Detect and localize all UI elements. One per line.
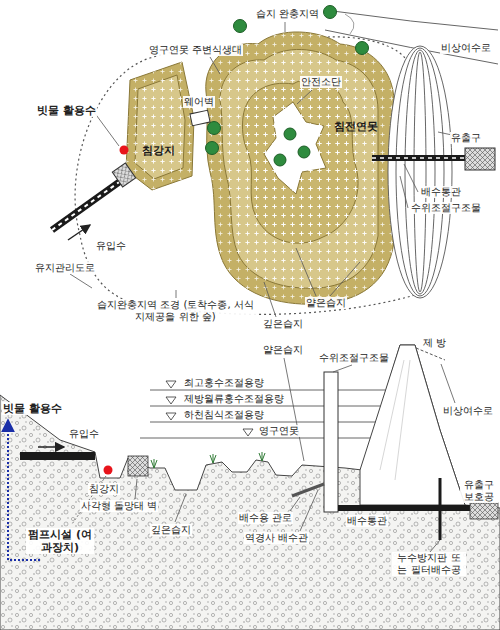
part-label: 습지완충지역 조경 (토착수종, 서식지제공을 위한 숲)	[92, 299, 259, 323]
part-label: 제 방	[422, 337, 447, 349]
part-label: 얕은습지	[262, 344, 304, 356]
basin-region: 침강지	[122, 58, 200, 195]
region-name: 침전연못	[334, 120, 378, 133]
part-label: 유출구 보호공	[460, 479, 498, 503]
part-label: 유입수	[68, 428, 100, 440]
part-label: 깊은습지	[150, 524, 192, 536]
region-name: 침강지	[142, 144, 175, 157]
part-label: 수위조절구조물	[410, 202, 482, 214]
part-label: 빗물 활용수	[36, 104, 97, 117]
part-label: 누수방지판 또는 필터배수공	[392, 552, 466, 576]
part-label: 안전소단	[300, 76, 342, 88]
part-label: 배수통관	[420, 186, 462, 198]
part-label: 유입수	[95, 240, 127, 252]
part-label: 침강지	[88, 483, 120, 495]
part-label: 영구연못	[258, 425, 300, 437]
part-label: 빗물 활용수	[2, 402, 63, 415]
basin-region: 침전연못	[198, 22, 398, 307]
part-label: 깊은습지	[262, 318, 304, 330]
part-label: 얕은습지	[305, 297, 347, 309]
part-label: 배수통관	[346, 515, 388, 527]
part-label: 영구연못 주변식생대	[148, 44, 243, 56]
part-label: 사각형 돌망태 벽	[80, 500, 158, 512]
part-label: 유지관리도로	[34, 262, 96, 274]
part-label: 펌프시설 (여과장치)	[26, 528, 94, 554]
part-label: 수위조절구조물	[318, 352, 390, 364]
part-label: 배수용 관로	[238, 512, 293, 524]
part-label: 유출구	[450, 132, 482, 144]
part-label: 하천침식조절용량	[183, 409, 265, 421]
part-label: 습지 완충지역	[255, 8, 320, 20]
part-label: 최고홍수조절용량	[183, 377, 265, 389]
basin-outline	[198, 22, 398, 307]
part-label: 제방월류홍수조절용량	[183, 393, 285, 405]
part-label: 역경사 배수관	[244, 532, 309, 544]
part-label: 웨어벽	[183, 96, 215, 108]
part-label: 비상여수로	[440, 42, 492, 54]
basin-outline	[122, 58, 200, 195]
part-label: 비상여수로	[442, 405, 494, 417]
